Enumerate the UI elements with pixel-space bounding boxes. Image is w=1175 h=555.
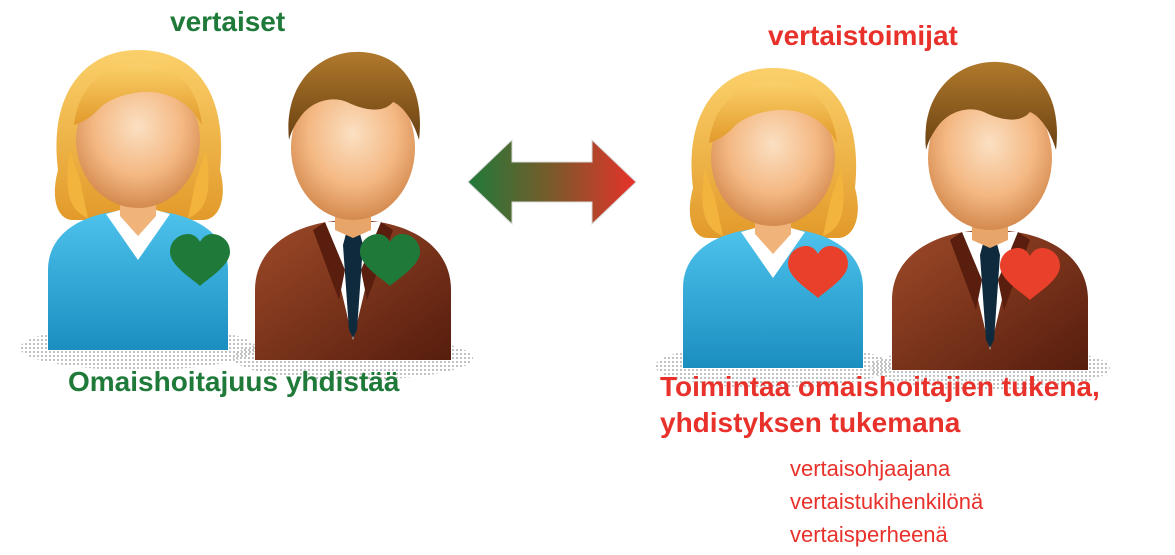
role-item: vertaistukihenkilönä (790, 489, 984, 514)
right-group-title: vertaistoimijat (768, 20, 958, 51)
role-item: vertaisperheenä (790, 522, 948, 547)
left-man-figure (233, 51, 473, 380)
left-group-caption: Omaishoitajuus yhdistää (68, 366, 400, 397)
right-woman-figure (655, 68, 891, 388)
left-woman-figure (20, 50, 256, 370)
right-man-figure (870, 61, 1110, 390)
right-group-caption-line2: yhdistyksen tukemana (660, 407, 961, 438)
role-item: vertaisohjaajana (790, 456, 951, 481)
left-group-title: vertaiset (170, 6, 286, 37)
double-headed-arrow-icon (467, 138, 637, 226)
right-group-caption-line1: Toimintaa omaishoitajien tukena, (660, 371, 1100, 402)
